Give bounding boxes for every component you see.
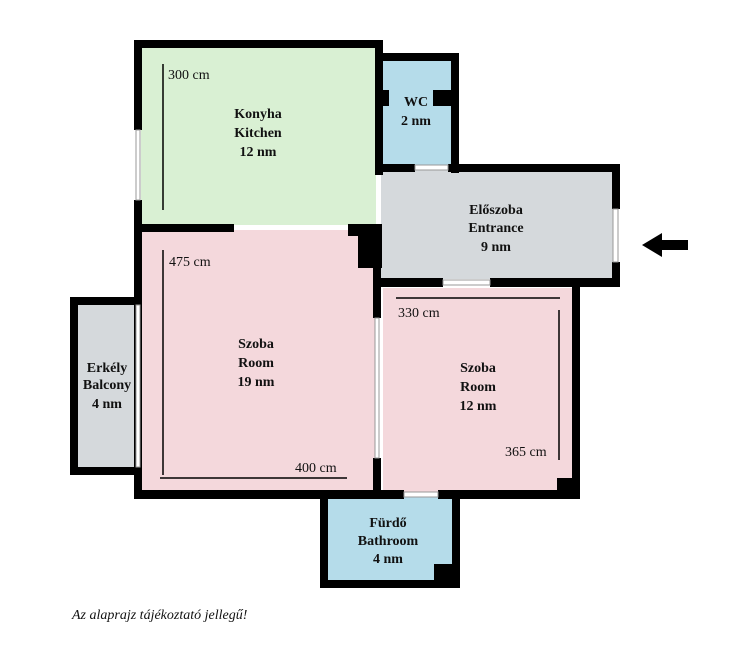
room1-dimension-width: 400 cm [295,461,337,476]
room2-name-hu: Szoba [460,361,496,376]
room2-dimension-height: 365 cm [505,445,547,460]
walls [70,40,620,588]
kitchen-name-en: Kitchen [234,126,282,141]
wc-area-label: 2 nm [401,114,431,129]
kitchen-area [141,47,376,225]
arrow-left-icon [642,233,688,257]
room1-name-en: Room [238,356,274,371]
entrance-area-label: 9 nm [481,240,511,255]
room2-area-label: 12 nm [460,399,497,414]
balcony-name-en: Balcony [83,378,131,393]
room1-dimension-height: 475 cm [169,255,211,270]
bathroom-area [327,496,453,582]
kitchen-area-label: 12 nm [240,145,277,160]
room1-area-label: 19 nm [238,375,275,390]
kitchen-dimension: 300 cm [168,68,210,83]
kitchen-name-hu: Konyha [234,107,281,122]
windows [135,129,619,498]
wc-area [383,60,451,166]
balcony-area-label: 4 nm [92,397,122,412]
entrance-area [381,170,613,279]
room2-dimension-width: 330 cm [398,306,440,321]
dimension-lines [160,64,560,479]
entrance-name-en: Entrance [468,221,523,236]
balcony-area [77,305,137,467]
room2-area [383,288,573,492]
room1-area [141,230,377,492]
disclaimer-note: Az alaprajz tájékoztató jellegű! [72,608,248,623]
balcony-name-hu: Erkély [87,361,127,376]
room1-name-hu: Szoba [238,337,274,352]
bathroom-area-label: 4 nm [373,552,403,567]
room2-name-en: Room [460,380,496,395]
entrance-name-hu: Előszoba [469,203,523,218]
bathroom-name-en: Bathroom [358,534,419,549]
wc-name: WC [404,95,428,110]
bathroom-name-hu: Fürdő [369,516,406,531]
